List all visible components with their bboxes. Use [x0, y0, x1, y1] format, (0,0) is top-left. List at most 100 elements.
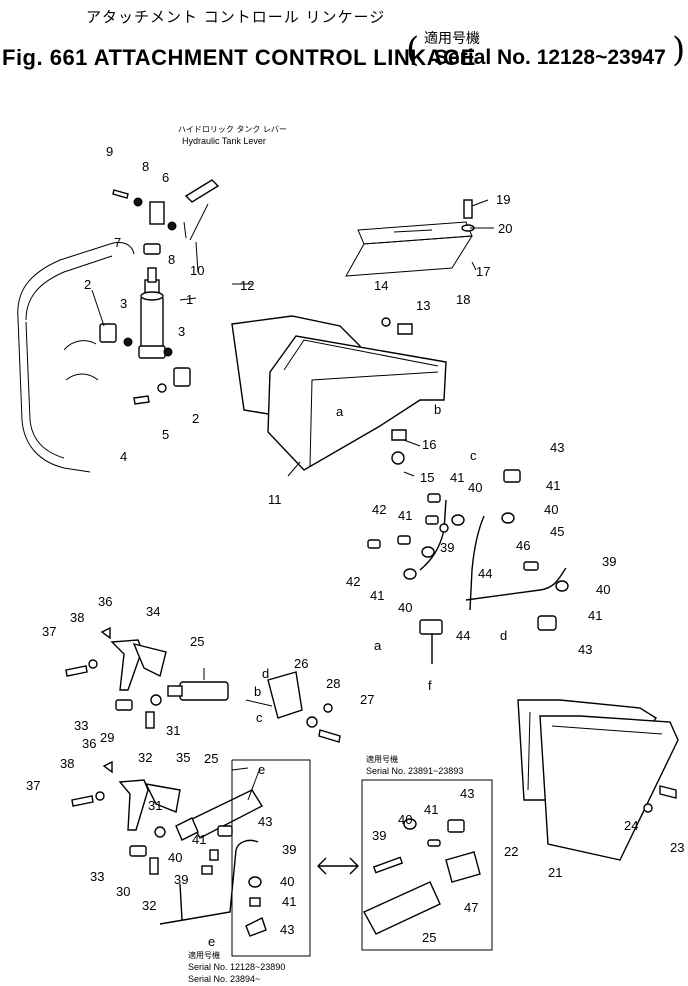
variant-box-serial: Serial No. 23891~23893 [366, 766, 463, 776]
callout-42: 42 [372, 502, 386, 517]
callout-12: 12 [240, 278, 254, 293]
callout-15: 15 [420, 470, 434, 485]
callout-14: 14 [374, 278, 388, 293]
callout-46: 46 [516, 538, 530, 553]
lower-linkage-lower-set [71, 760, 267, 937]
callout-5: 5 [162, 427, 169, 442]
callout-6: 6 [162, 170, 169, 185]
callout-41: 41 [282, 894, 296, 909]
callout-38: 38 [70, 610, 84, 625]
variant-box-serial-label-jp: 適用号機 [366, 754, 398, 764]
callout-25: 25 [190, 634, 204, 649]
callout-2: 2 [192, 411, 199, 426]
callout-22: 22 [504, 844, 518, 859]
callout-40: 40 [468, 480, 482, 495]
hydraulic-tank-lever [112, 179, 220, 241]
callout-29: 29 [100, 730, 114, 745]
callout-3: 3 [178, 324, 185, 339]
callout-47: 47 [464, 900, 478, 915]
callout-9: 9 [106, 144, 113, 159]
callout-39: 39 [372, 828, 386, 843]
callout-3: 3 [120, 296, 127, 311]
callout-31: 31 [148, 798, 162, 813]
callout-24: 24 [624, 818, 638, 833]
linkage-cover-housing [231, 199, 475, 471]
callout-8: 8 [142, 159, 149, 174]
callout-37: 37 [26, 778, 40, 793]
callout-41: 41 [192, 832, 206, 847]
tank-lever-label-jp: ハイドロリック タンク レバー [178, 125, 287, 134]
callout-37: 37 [42, 624, 56, 639]
callout-26: 26 [294, 656, 308, 671]
serial-label-japanese: 適用号機 [424, 31, 480, 47]
callout-20: 20 [498, 221, 512, 236]
main-box-serial-label-jp: 適用号機 [188, 950, 220, 960]
connection-mark-e: e [258, 762, 265, 777]
callout-43: 43 [550, 440, 564, 455]
callout-30: 30 [116, 884, 130, 899]
callout-40: 40 [544, 502, 558, 517]
tank-lever-label: Hydraulic Tank Lever [182, 136, 266, 146]
close-parenthesis: ) [672, 30, 686, 70]
callout-41: 41 [588, 608, 602, 623]
callout-33: 33 [74, 718, 88, 733]
callout-39: 39 [440, 540, 454, 555]
callout-leaders [91, 199, 494, 801]
callout-41: 41 [370, 588, 384, 603]
callout-41: 41 [424, 802, 438, 817]
callout-43: 43 [280, 922, 294, 937]
callout-34: 34 [146, 604, 160, 619]
callout-40: 40 [596, 582, 610, 597]
callout-44: 44 [478, 566, 492, 581]
connection-mark-d: d [500, 628, 507, 643]
callout-11: 11 [268, 492, 282, 507]
connection-mark-a: a [374, 638, 382, 653]
callout-10: 10 [190, 263, 204, 278]
callout-39: 39 [602, 554, 616, 569]
connection-mark-b: b [434, 402, 441, 417]
callout-8: 8 [168, 252, 175, 267]
callout-1: 1 [186, 292, 193, 307]
connection-mark-c: c [470, 448, 477, 463]
callout-36: 36 [98, 594, 112, 609]
callout-40: 40 [398, 812, 412, 827]
callout-41: 41 [450, 470, 464, 485]
callout-19: 19 [496, 192, 510, 207]
callout-25: 25 [204, 751, 218, 766]
main-box-serial-line-2: Serial No. 23894~ [188, 974, 260, 984]
callout-38: 38 [60, 756, 74, 771]
callout-31: 31 [166, 723, 180, 738]
hydraulic-tank-outline [17, 241, 135, 473]
callout-13: 13 [416, 298, 430, 313]
figure-title-japanese: アタッチメント コントロール リンケージ [86, 8, 386, 26]
lower-linkage-upper-set [65, 626, 341, 743]
callout-44: 44 [456, 628, 470, 643]
connection-mark-d: d [262, 666, 269, 681]
callout-16: 16 [422, 437, 436, 452]
callout-41: 41 [398, 508, 412, 523]
serial-range: Serial No. 12128~23947 [434, 46, 666, 69]
connection-mark-e: e [208, 934, 215, 949]
serial-variant-box [231, 759, 493, 957]
connection-mark-c: c [256, 710, 263, 725]
connection-mark-b: b [254, 684, 261, 699]
main-box-serial-line-1: Serial No. 12128~23890 [188, 962, 285, 972]
figure-title: Fig. 661 ATTACHMENT CONTROL LINKAGE [2, 45, 476, 70]
hydraulic-piping [367, 469, 569, 664]
callout-36: 36 [82, 736, 96, 751]
callout-35: 35 [176, 750, 190, 765]
callout-43: 43 [460, 786, 474, 801]
callout-40: 40 [398, 600, 412, 615]
connection-mark-a: a [336, 404, 344, 419]
callout-28: 28 [326, 676, 340, 691]
callout-32: 32 [142, 898, 156, 913]
callout-27: 27 [360, 692, 374, 707]
callout-18: 18 [456, 292, 470, 307]
callout-21: 21 [548, 865, 562, 880]
callout-labels: 1 2 2 3 3 4 5 6 7 8 8 9 10 11 12 13 14 1… [26, 144, 684, 949]
connection-mark-f: f [428, 678, 432, 693]
callout-45: 45 [550, 524, 564, 539]
callout-32: 32 [138, 750, 152, 765]
callout-2: 2 [84, 277, 91, 292]
